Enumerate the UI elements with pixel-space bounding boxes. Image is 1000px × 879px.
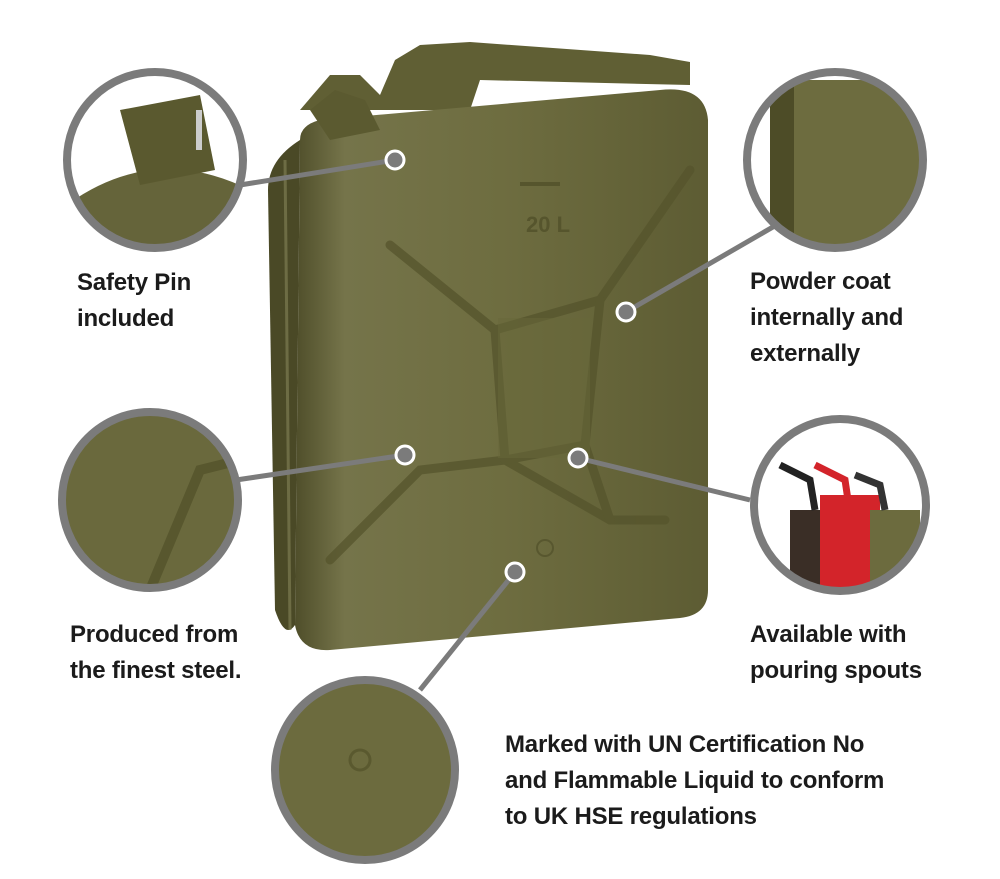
finest-steel-detail — [58, 408, 242, 592]
callout-pouring-spouts: Available with pouring spouts — [750, 621, 922, 684]
pouring-spouts-detail — [750, 415, 930, 595]
callout-dots — [384, 149, 637, 583]
powder-coat-detail — [743, 68, 927, 252]
jerry-can: 20 L — [268, 42, 708, 651]
callout-finest-steel: Produced from the finest steel. — [70, 621, 242, 684]
callout-un-certification: Marked with UN Certification No and Flam… — [505, 731, 885, 830]
can-cap — [310, 90, 380, 140]
capacity-marking: 20 L — [526, 212, 570, 237]
un-mark — [536, 539, 554, 557]
can-handle — [300, 42, 690, 110]
callout-safety-pin: Safety Pin included — [77, 269, 192, 332]
can-side — [268, 140, 300, 630]
un-certification-detail — [271, 676, 459, 864]
safety-pin-detail — [63, 68, 247, 252]
callout-powder-coat: Powder coat internally and externally — [750, 268, 904, 367]
callout-lines — [235, 157, 787, 692]
